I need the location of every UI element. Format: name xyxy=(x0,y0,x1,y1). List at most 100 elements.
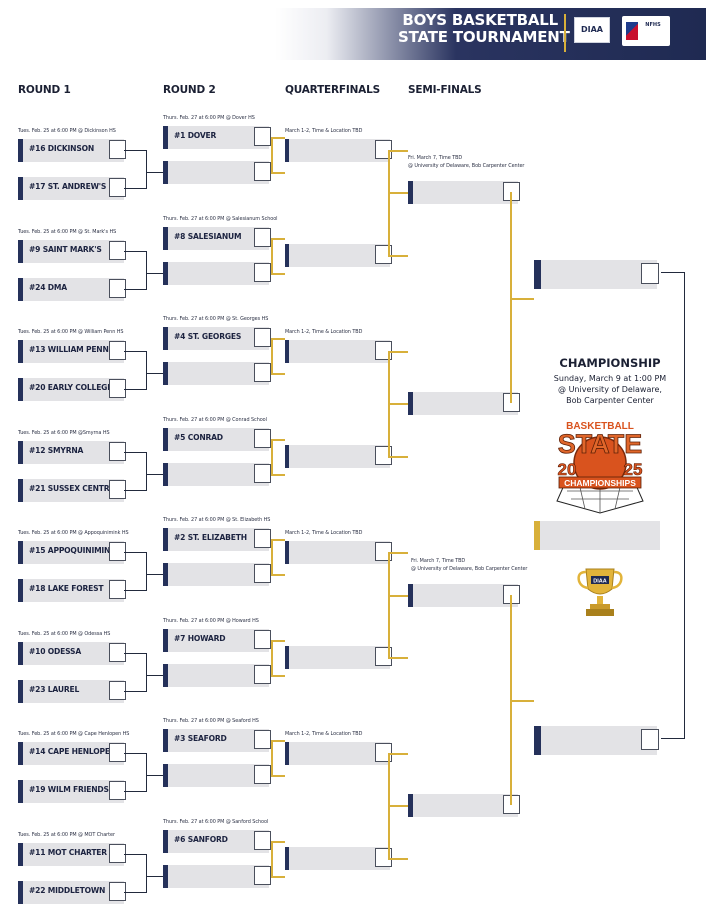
logo-state-text: STATE xyxy=(558,429,643,459)
score-box[interactable] xyxy=(109,178,126,197)
round1-game-info: Tues. Feb. 25 at 6:00 PM @ St. Mark's HS xyxy=(18,229,117,235)
bracket-connector xyxy=(271,338,285,340)
round2-winner-slot[interactable] xyxy=(163,563,271,586)
score-box[interactable] xyxy=(109,882,126,901)
round1-top-team[interactable]: #16 DICKINSON xyxy=(18,139,126,162)
round2-winner-slot[interactable] xyxy=(163,664,271,687)
score-box[interactable] xyxy=(254,765,271,784)
championship-finalist-slot[interactable] xyxy=(534,726,659,755)
score-box[interactable] xyxy=(375,848,392,867)
round1-top-team[interactable]: #15 APPOQUINIMINK xyxy=(18,541,126,564)
round1-top-team[interactable]: #11 MOT CHARTER xyxy=(18,843,126,866)
round1-top-team[interactable]: #9 SAINT MARK'S xyxy=(18,240,126,263)
quarterfinal-slot[interactable] xyxy=(285,244,392,267)
round2-winner-slot[interactable] xyxy=(163,262,271,285)
score-box[interactable] xyxy=(109,643,126,662)
round2-winner-slot[interactable] xyxy=(163,161,271,184)
score-box[interactable] xyxy=(641,263,659,284)
quarterfinal-info: March 1-2, Time & Location TBD xyxy=(285,128,363,134)
score-box[interactable] xyxy=(254,831,271,850)
round1-top-team[interactable]: #13 WILLIAM PENN xyxy=(18,340,126,363)
round1-bottom-team[interactable]: #20 EARLY COLLEGE xyxy=(18,378,126,401)
score-box[interactable] xyxy=(109,279,126,298)
quarterfinal-slot[interactable] xyxy=(285,646,392,669)
round1-bottom-team[interactable]: #21 SUSSEX CENTRAL xyxy=(18,479,126,502)
score-box[interactable] xyxy=(254,127,271,146)
round2-winner-slot[interactable] xyxy=(163,764,271,787)
quarterfinal-slot[interactable] xyxy=(285,847,392,870)
score-box[interactable] xyxy=(254,429,271,448)
round2-seed-team[interactable]: #6 SANFORD xyxy=(163,830,271,853)
score-box[interactable] xyxy=(109,542,126,561)
quarterfinal-slot[interactable] xyxy=(285,445,392,468)
round1-top-team[interactable]: #12 SMYRNA xyxy=(18,441,126,464)
score-box[interactable] xyxy=(254,564,271,583)
round1-bottom-team[interactable]: #17 ST. ANDREW'S xyxy=(18,177,126,200)
score-box[interactable] xyxy=(254,228,271,247)
round1-bottom-team[interactable]: #18 LAKE FOREST xyxy=(18,579,126,602)
round1-bottom-team[interactable]: #24 DMA xyxy=(18,278,126,301)
score-box[interactable] xyxy=(109,781,126,800)
score-box[interactable] xyxy=(375,341,392,360)
score-box[interactable] xyxy=(109,341,126,360)
semifinal-slot[interactable] xyxy=(408,584,520,607)
score-box[interactable] xyxy=(375,140,392,159)
semifinal-slot[interactable] xyxy=(408,794,520,817)
round1-top-team[interactable]: #14 CAPE HENLOPEN xyxy=(18,742,126,765)
score-box[interactable] xyxy=(254,866,271,885)
round1-bottom-team[interactable]: #23 LAUREL xyxy=(18,680,126,703)
bracket-connector xyxy=(146,552,148,591)
team-name: #17 ST. ANDREW'S xyxy=(29,182,107,191)
bracket-connector xyxy=(146,574,163,576)
score-box[interactable] xyxy=(109,681,126,700)
score-box[interactable] xyxy=(109,140,126,159)
round1-bottom-team[interactable]: #22 MIDDLETOWN xyxy=(18,881,126,904)
score-box[interactable] xyxy=(375,647,392,666)
score-box[interactable] xyxy=(375,542,392,561)
score-box[interactable] xyxy=(109,379,126,398)
championship-finalist-slot[interactable] xyxy=(534,260,659,289)
quarterfinal-slot[interactable] xyxy=(285,541,392,564)
quarterfinal-slot[interactable] xyxy=(285,139,392,162)
semifinal-slot[interactable] xyxy=(408,392,520,415)
score-box[interactable] xyxy=(109,580,126,599)
score-box[interactable] xyxy=(254,328,271,347)
score-box[interactable] xyxy=(254,263,271,282)
round2-winner-slot[interactable] xyxy=(163,362,271,385)
round2-winner-slot[interactable] xyxy=(163,463,271,486)
score-box[interactable] xyxy=(375,743,392,762)
score-box[interactable] xyxy=(109,241,126,260)
score-box[interactable] xyxy=(254,630,271,649)
score-box[interactable] xyxy=(109,442,126,461)
score-box[interactable] xyxy=(254,162,271,181)
score-box[interactable] xyxy=(375,446,392,465)
championship-date: Sunday, March 9 at 1:00 PM xyxy=(553,374,667,383)
team-name: #20 EARLY COLLEGE xyxy=(29,383,113,392)
round2-seed-team[interactable]: #4 ST. GEORGES xyxy=(163,327,271,350)
round1-top-team[interactable]: #10 ODESSA xyxy=(18,642,126,665)
round2-winner-slot[interactable] xyxy=(163,865,271,888)
semifinal-slot[interactable] xyxy=(408,181,520,204)
score-box[interactable] xyxy=(641,729,659,750)
score-box[interactable] xyxy=(254,363,271,382)
round2-seed-team[interactable]: #2 ST. ELIZABETH xyxy=(163,528,271,551)
round1-bottom-team[interactable]: #19 WILM FRIENDS xyxy=(18,780,126,803)
round2-seed-team[interactable]: #3 SEAFORD xyxy=(163,729,271,752)
round2-seed-team[interactable]: #5 CONRAD xyxy=(163,428,271,451)
round2-seed-team[interactable]: #7 HOWARD xyxy=(163,629,271,652)
score-box[interactable] xyxy=(109,480,126,499)
quarterfinal-slot[interactable] xyxy=(285,340,392,363)
bracket-connector xyxy=(271,841,285,843)
championship-winner-slot[interactable] xyxy=(534,521,660,550)
round2-seed-team[interactable]: #8 SALESIANUM xyxy=(163,227,271,250)
team-name: #11 MOT CHARTER xyxy=(29,848,107,857)
score-box[interactable] xyxy=(254,529,271,548)
score-box[interactable] xyxy=(375,245,392,264)
score-box[interactable] xyxy=(254,464,271,483)
round2-seed-team[interactable]: #1 DOVER xyxy=(163,126,271,149)
score-box[interactable] xyxy=(109,743,126,762)
quarterfinal-slot[interactable] xyxy=(285,742,392,765)
score-box[interactable] xyxy=(254,665,271,684)
score-box[interactable] xyxy=(254,730,271,749)
score-box[interactable] xyxy=(109,844,126,863)
